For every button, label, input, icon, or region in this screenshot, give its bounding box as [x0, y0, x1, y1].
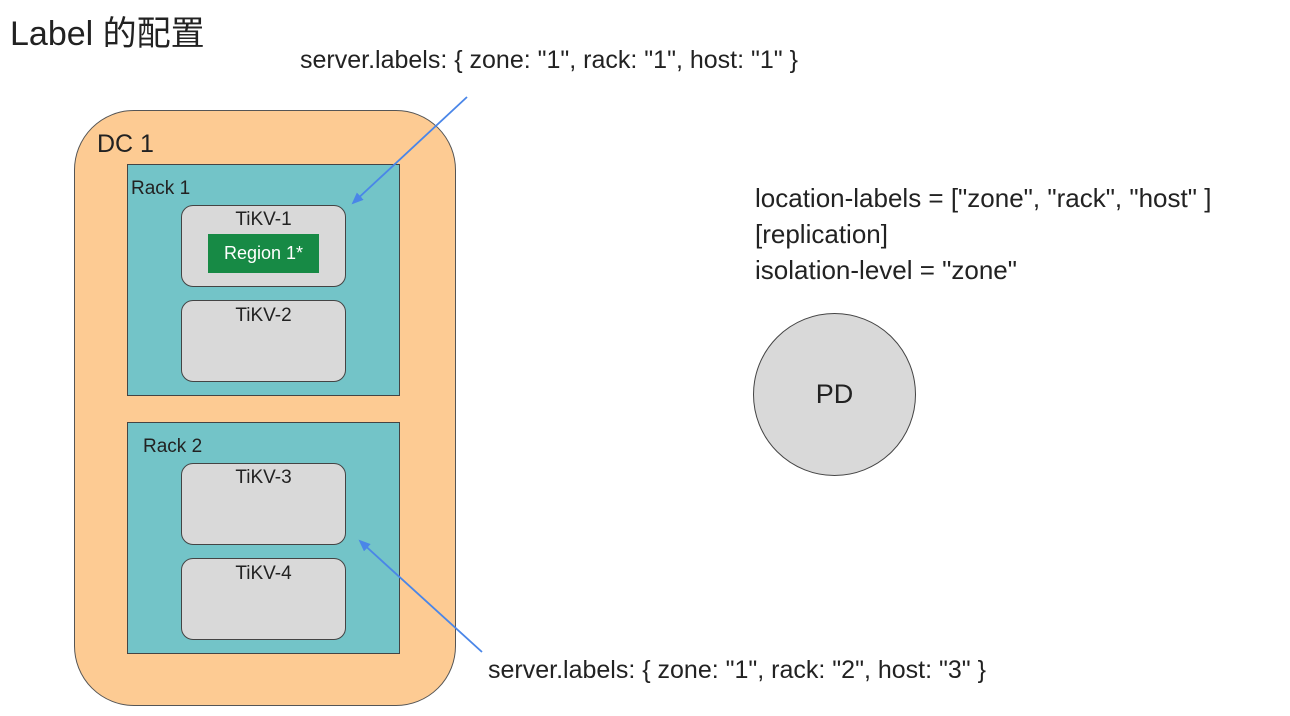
location-labels-line: location-labels = ["zone", "rack", "host… — [755, 183, 1212, 213]
rack-1-label: Rack 1 — [131, 178, 191, 199]
tikv-4-label: TiKV-4 — [235, 563, 292, 584]
tikv-1-label: TiKV-1 — [235, 209, 292, 230]
pd-label: PD — [815, 379, 854, 409]
page-title: Label 的配置 — [10, 15, 205, 53]
tikv-3-node — [181, 463, 346, 545]
tikv-3-label: TiKV-3 — [235, 467, 292, 488]
rack-2-label: Rack 2 — [143, 436, 203, 457]
replication-section-line: [replication] — [755, 219, 888, 249]
region-1-badge: Region 1* — [208, 234, 319, 273]
tikv-2-label: TiKV-2 — [235, 305, 292, 326]
tikv-2-node — [181, 300, 346, 382]
server-labels-rack1-annotation: server.labels: { zone: "1", rack: "1", h… — [300, 46, 798, 74]
isolation-level-line: isolation-level = "zone" — [755, 255, 1017, 285]
arrow-to-tikv-1 — [351, 96, 468, 205]
tikv-4-node — [181, 558, 346, 640]
pd-node: PD — [753, 313, 916, 476]
pd-config-text: location-labels = ["zone", "rack", "host… — [755, 180, 1211, 288]
arrow-to-tikv-3 — [358, 539, 483, 653]
datacenter-label: DC 1 — [97, 130, 154, 158]
server-labels-rack2-annotation: server.labels: { zone: "1", rack: "2", h… — [488, 656, 986, 684]
